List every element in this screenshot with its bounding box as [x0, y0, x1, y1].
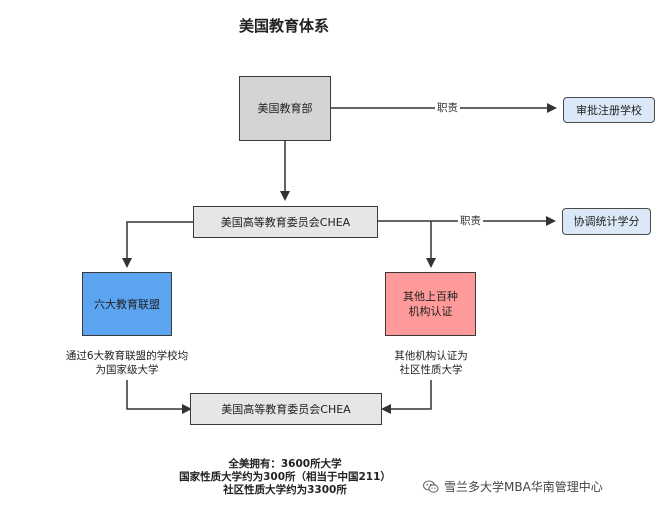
- node-approve-schools: 审批注册学校: [563, 97, 655, 123]
- edge-six-alliance-to-chea-bottom: [126, 380, 192, 414]
- node-other-accreditation: 其他上百种 机构认证: [385, 272, 476, 336]
- footer-line-total: 全美拥有：3600所大学: [228, 458, 342, 470]
- watermark-text: 雪兰多大学MBA华南管理中心: [444, 480, 603, 494]
- edge-other-to-chea-bottom: [381, 380, 432, 414]
- node-coordinate-credits: 协调统计学分: [562, 208, 651, 235]
- wechat-icon: [423, 479, 439, 493]
- watermark: 雪兰多大学MBA华南管理中心: [423, 478, 603, 495]
- node-chea-bottom: 美国高等教育委员会CHEA: [190, 393, 382, 425]
- footer-stats: 全美拥有：3600所大学 国家性质大学约为300所（相当于中国211） 社区性质…: [140, 458, 430, 497]
- footer-line-community: 社区性质大学约为3300所: [223, 484, 347, 496]
- node-chea-top: 美国高等教育委员会CHEA: [193, 206, 378, 238]
- note-six-alliance: 通过6大教育联盟的学校均 为国家级大学: [65, 350, 189, 376]
- node-six-alliance: 六大教育联盟: [82, 272, 172, 336]
- footer-line-national: 国家性质大学约为300所（相当于中国211）: [179, 471, 391, 483]
- note-other-accreditation: 其他机构认证为 社区性质大学: [394, 350, 468, 376]
- edge-label-chea-duty: 职责: [458, 213, 483, 228]
- edge-chea-to-six-alliance: [122, 221, 193, 268]
- edge-label-doe-duty: 职责: [435, 100, 460, 115]
- node-doe: 美国教育部: [239, 76, 331, 141]
- diagram-title: 美国教育体系: [238, 17, 329, 35]
